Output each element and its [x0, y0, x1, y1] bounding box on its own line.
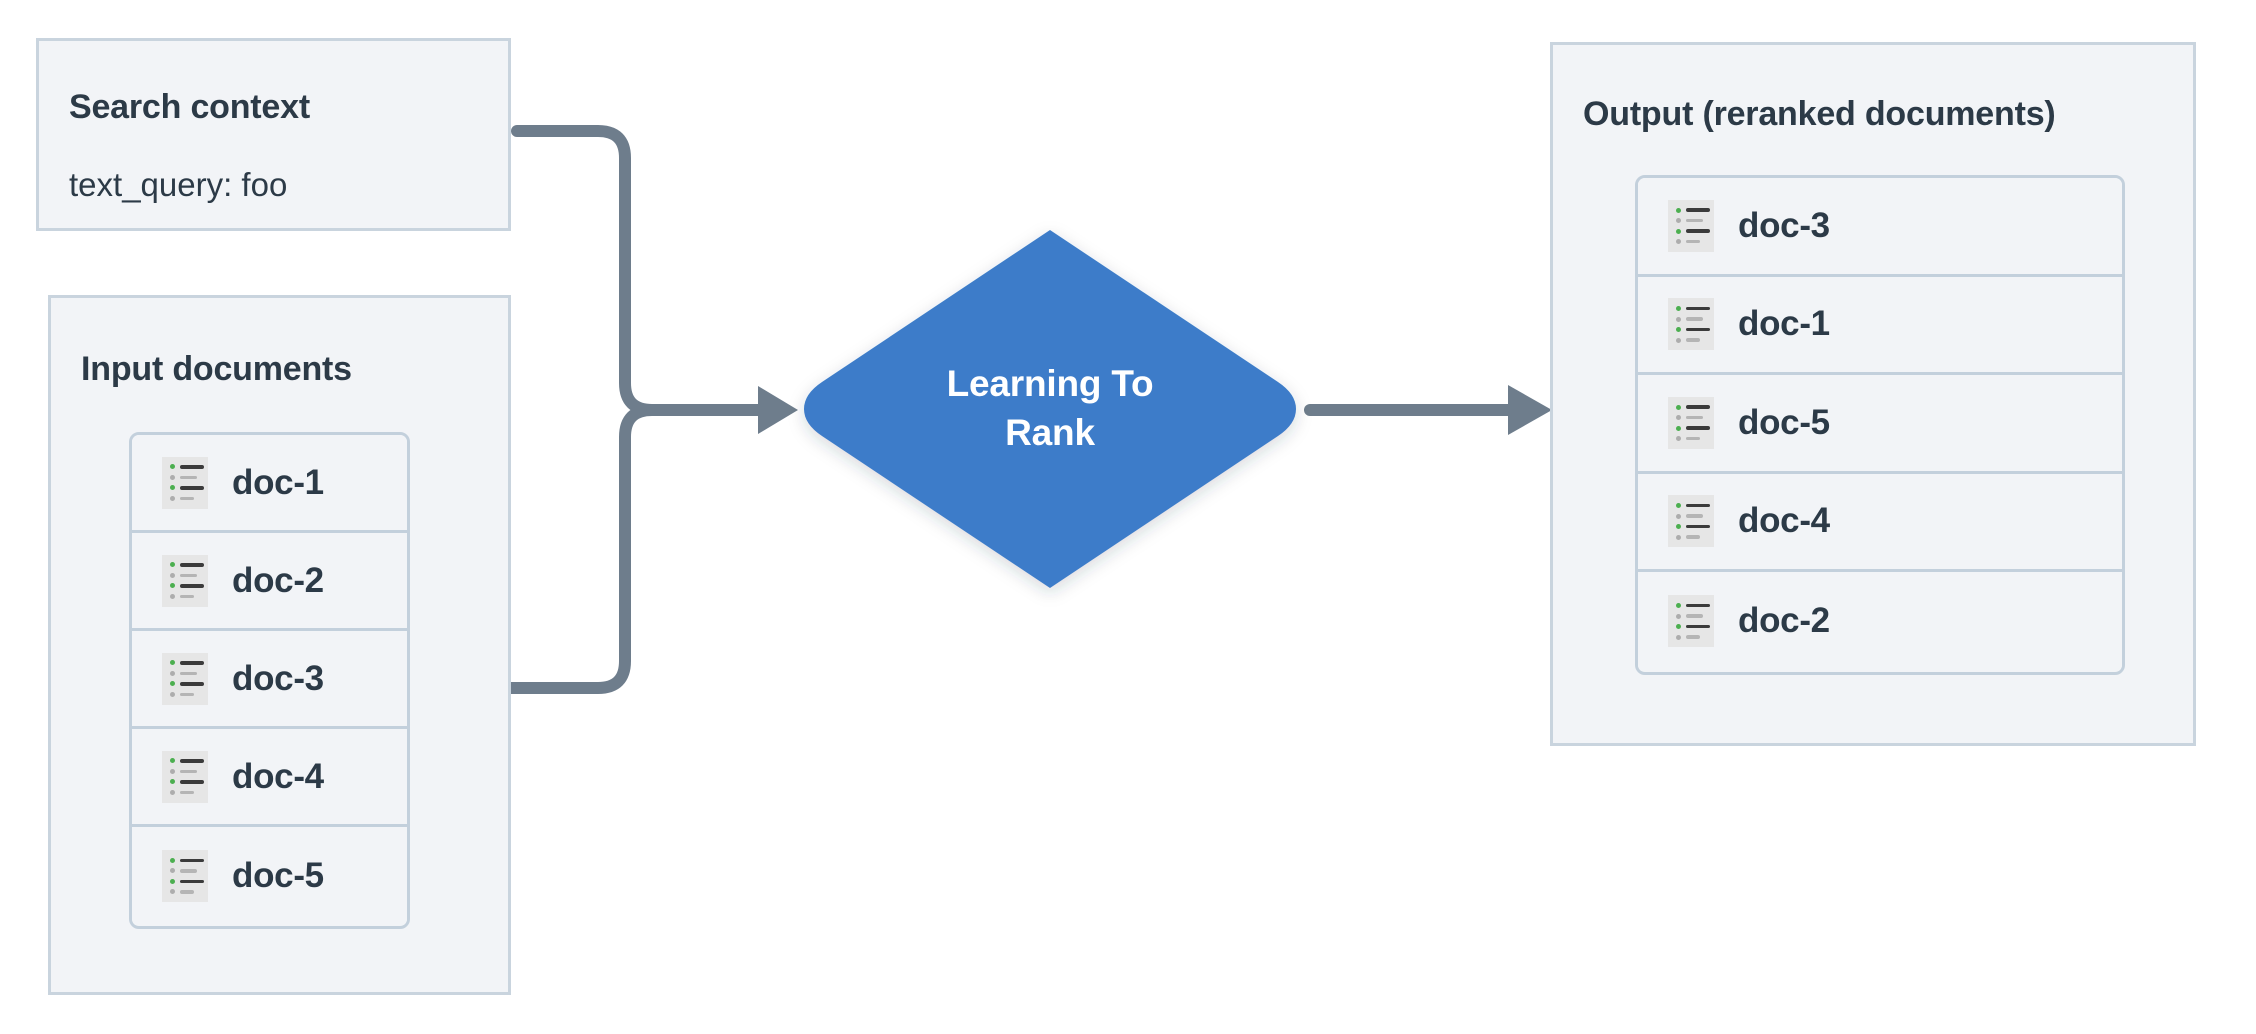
input-documents-list: doc-1 doc-2 doc-3 doc-4 doc-5 — [129, 432, 410, 929]
document-label: doc-2 — [232, 560, 324, 600]
document-label: doc-5 — [1738, 402, 1830, 442]
document-list-icon — [1668, 396, 1714, 449]
document-label: doc-3 — [1738, 205, 1830, 245]
document-label: doc-1 — [232, 462, 324, 502]
connector-search-context-to-ltr — [511, 125, 706, 416]
document-label: doc-4 — [1738, 501, 1830, 541]
document-label: doc-4 — [232, 756, 324, 796]
document-label: doc-2 — [1738, 601, 1830, 641]
document-list-icon — [162, 456, 208, 509]
input-documents-title: Input documents — [81, 350, 352, 388]
ltr-label-line2: Rank — [1005, 412, 1095, 453]
search-context-title: Search context — [69, 88, 310, 126]
document-list-icon — [162, 554, 208, 607]
input-document-row[interactable]: doc-1 — [132, 435, 407, 533]
output-document-row[interactable]: doc-1 — [1638, 276, 2122, 375]
document-list-icon — [162, 850, 208, 902]
document-label: doc-3 — [232, 658, 324, 698]
input-document-row[interactable]: doc-4 — [132, 729, 407, 827]
connector-merge-arrowhead — [758, 386, 798, 434]
output-documents-title: Output (reranked documents) — [1583, 95, 2056, 133]
input-document-row[interactable]: doc-2 — [132, 533, 407, 631]
connector-ltr-to-output-arrowhead — [1508, 385, 1552, 435]
document-list-icon — [1668, 495, 1714, 548]
search-context-panel: Search context text_query: foo — [36, 38, 511, 231]
search-context-query: text_query: foo — [69, 166, 288, 203]
document-list-icon — [162, 750, 208, 803]
document-label: doc-1 — [1738, 304, 1830, 344]
input-document-row[interactable]: doc-3 — [132, 631, 407, 729]
input-document-row[interactable]: doc-5 — [132, 827, 407, 925]
learning-to-rank-node[interactable]: Learning To Rank — [810, 228, 1290, 588]
learning-to-rank-label: Learning To Rank — [810, 359, 1290, 457]
document-label: doc-5 — [232, 856, 324, 895]
document-list-icon — [162, 652, 208, 705]
document-list-icon — [1668, 298, 1714, 351]
output-document-row[interactable]: doc-3 — [1638, 178, 2122, 277]
output-document-row[interactable]: doc-5 — [1638, 375, 2122, 474]
ltr-label-line1: Learning To — [946, 362, 1154, 404]
connector-input-documents-to-ltr — [504, 404, 706, 694]
output-documents-list: doc-3 doc-1 doc-5 doc-4 doc-2 — [1635, 175, 2125, 675]
output-document-row[interactable]: doc-2 — [1638, 572, 2122, 671]
document-list-icon — [1668, 199, 1714, 252]
output-document-row[interactable]: doc-4 — [1638, 473, 2122, 572]
document-list-icon — [1668, 595, 1714, 648]
